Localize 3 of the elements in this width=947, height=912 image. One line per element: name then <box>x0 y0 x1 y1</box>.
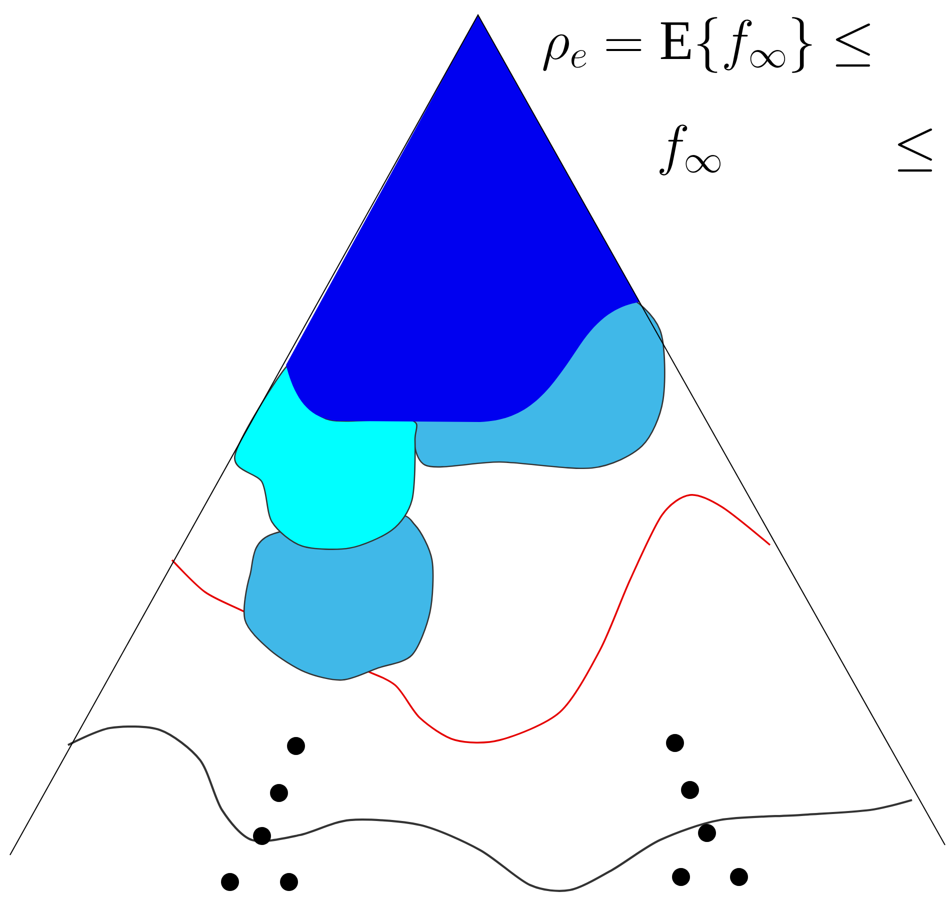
formula: $f_\infty$ <box>660 124 720 176</box>
formula: $\rho_e = \mathrm{E}\{f_\infty\} \leq$ <box>543 17 870 73</box>
formula: $\leq$ <box>898 128 932 172</box>
